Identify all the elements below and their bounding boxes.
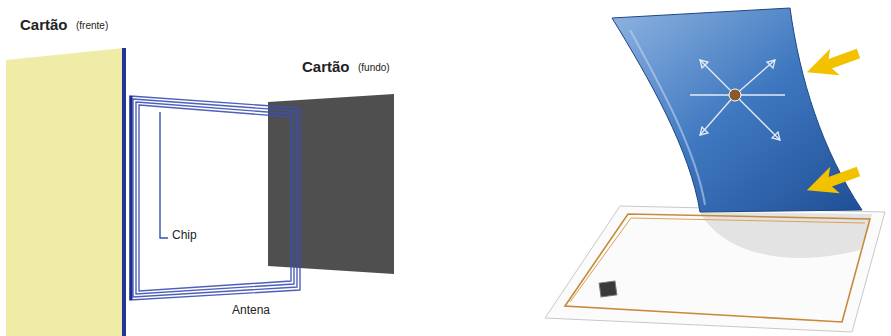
yellow-arrow (802, 158, 863, 203)
card-outline (0, 8, 140, 336)
yellow-arrow (802, 40, 863, 85)
card-edge (122, 48, 126, 336)
chip-module (599, 281, 617, 297)
card-outline (262, 56, 412, 286)
inlay-card (545, 206, 885, 332)
card-chip (729, 89, 741, 101)
card-title: Cartão (20, 16, 68, 33)
inlay-antenna (570, 218, 865, 302)
card-subtitle: (fundo) (358, 62, 390, 73)
signal-arrows (690, 60, 785, 140)
card-front: Cartão (frente) (0, 8, 140, 336)
card-back: Cartão (fundo) (262, 56, 412, 286)
card-subtitle: (frente) (76, 20, 108, 31)
antenna-coil (130, 96, 300, 300)
inlay-antenna (565, 214, 870, 322)
part-label: Chip (172, 228, 197, 242)
part-label: Antena (232, 303, 270, 317)
chip-wire (160, 112, 168, 238)
antenna-edge (130, 96, 133, 300)
card-face (268, 94, 394, 274)
card-face (6, 48, 124, 336)
card-highlight (630, 30, 705, 205)
card-title: Cartão (302, 58, 350, 75)
